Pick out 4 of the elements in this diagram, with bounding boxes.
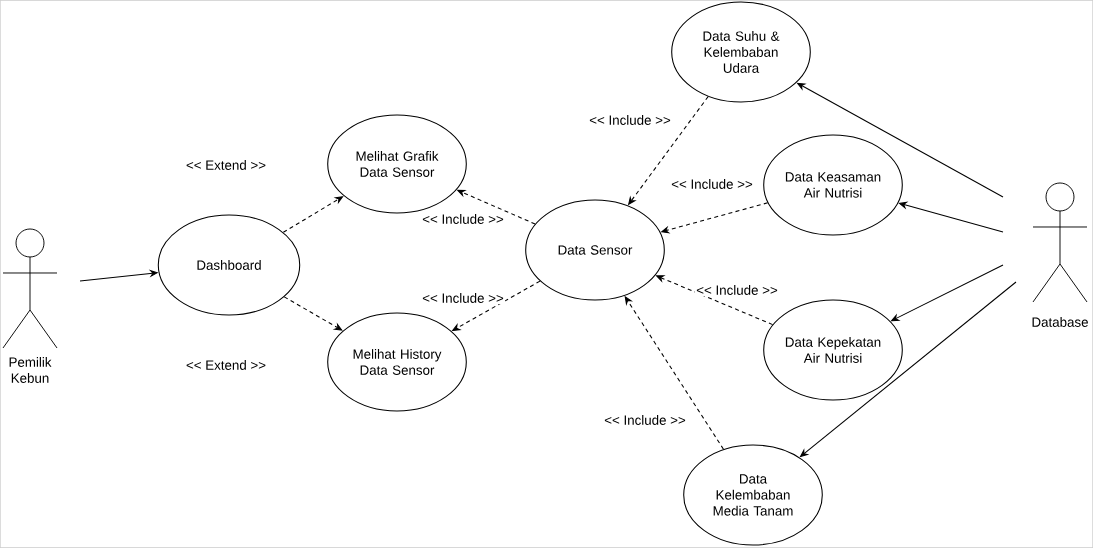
actor-name: Database [1032, 317, 1088, 327]
arrow [282, 196, 344, 233]
actor-name: Pemilik Kebun [9, 357, 52, 383]
arrow [283, 296, 343, 331]
